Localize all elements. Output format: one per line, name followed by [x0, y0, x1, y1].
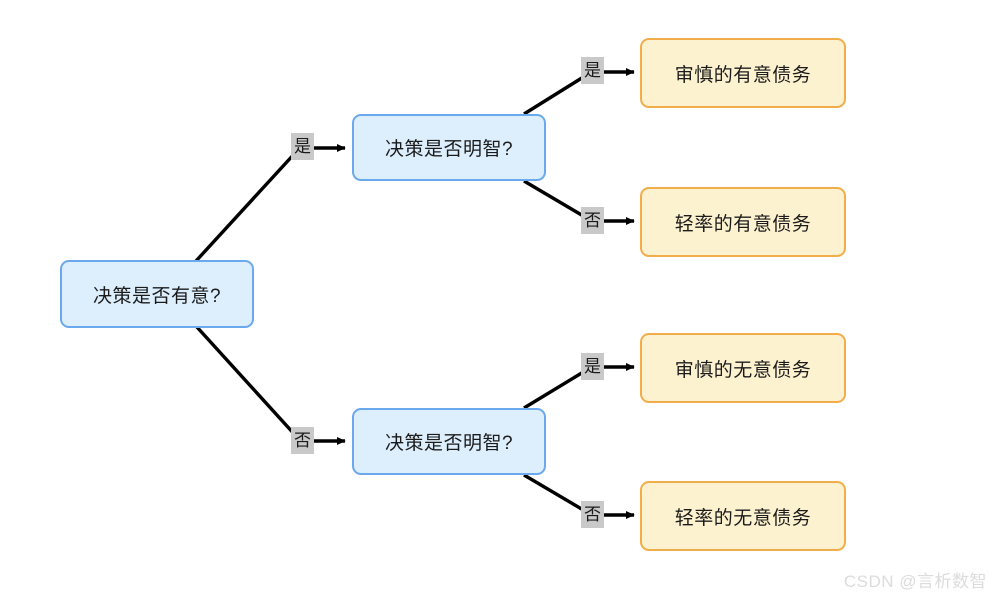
edge-label-unintentional-yes: 是 [581, 353, 604, 380]
node-outcome-prudent-unintentional[interactable]: 审慎的无意债务 [640, 333, 846, 403]
edge-label-intentional-no: 否 [581, 207, 604, 234]
edge-unintentional-no [523, 473, 586, 513]
node-outcome-reckless-intentional-label: 轻率的有意债务 [674, 213, 812, 235]
edge-unintentional-yes [523, 369, 586, 410]
node-outcome-prudent-intentional[interactable]: 审慎的有意债务 [640, 38, 846, 108]
edge-label-root-no: 否 [291, 427, 314, 454]
edge-label-root-yes: 是 [291, 133, 314, 160]
node-outcome-prudent-unintentional-label: 审慎的无意债务 [674, 359, 812, 381]
node-decision-unintentional[interactable]: 决策是否明智? [352, 408, 546, 475]
node-outcome-reckless-unintentional-label: 轻率的无意债务 [674, 507, 812, 529]
edge-intentional-no [523, 179, 586, 219]
edge-label-unintentional-no: 否 [581, 501, 604, 528]
node-decision-unintentional-label: 决策是否明智? [384, 433, 514, 454]
node-decision-intentional-label: 决策是否明智? [384, 139, 514, 160]
edge-intentional-yes [523, 74, 586, 116]
node-decision-intentional[interactable]: 决策是否明智? [352, 114, 546, 181]
watermark: CSDN @言析数智 [843, 572, 987, 591]
edge-root-yes [194, 150, 298, 263]
edge-label-intentional-yes: 是 [581, 57, 604, 84]
node-root-decision[interactable]: 决策是否有意? [60, 260, 254, 328]
edge-root-no [194, 324, 298, 438]
node-outcome-prudent-intentional-label: 审慎的有意债务 [674, 64, 812, 86]
node-outcome-reckless-unintentional[interactable]: 轻率的无意债务 [640, 481, 846, 551]
node-root-label: 决策是否有意? [92, 285, 222, 307]
node-outcome-reckless-intentional[interactable]: 轻率的有意债务 [640, 187, 846, 257]
